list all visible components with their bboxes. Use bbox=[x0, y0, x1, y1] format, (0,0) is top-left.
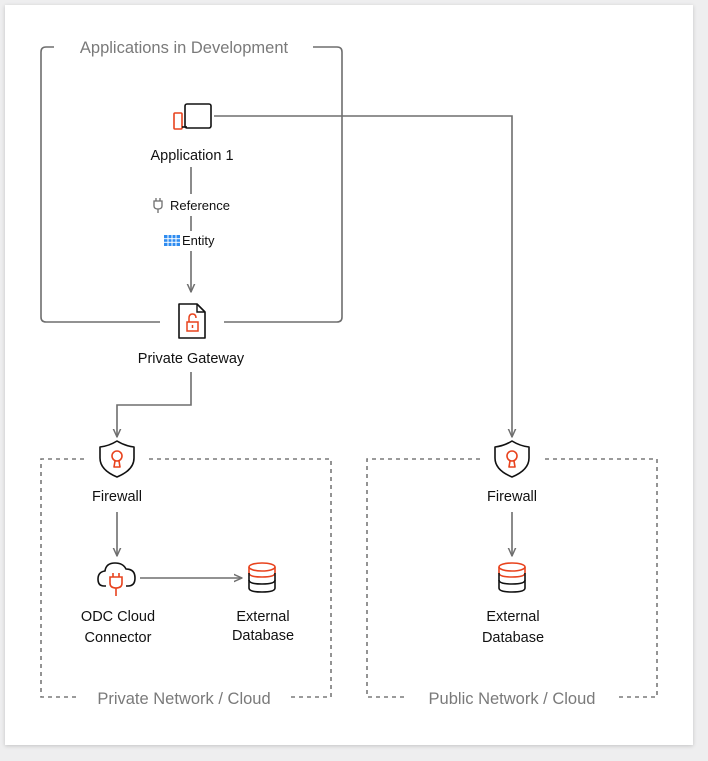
database-icon bbox=[498, 562, 526, 593]
private-database-label-line1: External bbox=[236, 609, 289, 625]
public-group-label: Public Network / Cloud bbox=[429, 690, 596, 708]
dev-group-label: Applications in Development bbox=[80, 39, 289, 57]
public-database-label-line2: Database bbox=[482, 630, 544, 646]
database-icon bbox=[248, 562, 276, 593]
gateway-to-private-firewall-arrow bbox=[117, 372, 192, 437]
private-database-label-line2: Database bbox=[232, 628, 294, 644]
devices-icon bbox=[173, 103, 212, 130]
cloud-plug-icon bbox=[97, 562, 136, 596]
public-group-frame bbox=[366, 458, 658, 698]
dev-group-frame bbox=[40, 46, 343, 323]
diagram-card bbox=[5, 5, 693, 745]
table-icon bbox=[164, 235, 180, 246]
plug-icon bbox=[153, 198, 163, 213]
connectors bbox=[117, 115, 512, 578]
entity-label: Entity bbox=[182, 233, 215, 248]
connector-label-line2: Connector bbox=[85, 630, 152, 646]
private-group-label: Private Network / Cloud bbox=[97, 690, 270, 708]
public-firewall-label: Firewall bbox=[487, 489, 537, 505]
private-firewall-label: Firewall bbox=[92, 489, 142, 505]
reference-label: Reference bbox=[170, 198, 230, 213]
public-database-label-line1: External bbox=[486, 609, 539, 625]
private-group-frame bbox=[40, 458, 332, 698]
gateway-label: Private Gateway bbox=[138, 351, 245, 367]
locked-document-icon bbox=[178, 303, 206, 339]
connector-label-line1: ODC Cloud bbox=[81, 609, 155, 625]
application-label: Application 1 bbox=[150, 148, 233, 164]
app-to-public-firewall-arrow bbox=[214, 115, 512, 437]
shield-keyhole-icon bbox=[494, 440, 530, 478]
shield-keyhole-icon bbox=[99, 440, 135, 478]
